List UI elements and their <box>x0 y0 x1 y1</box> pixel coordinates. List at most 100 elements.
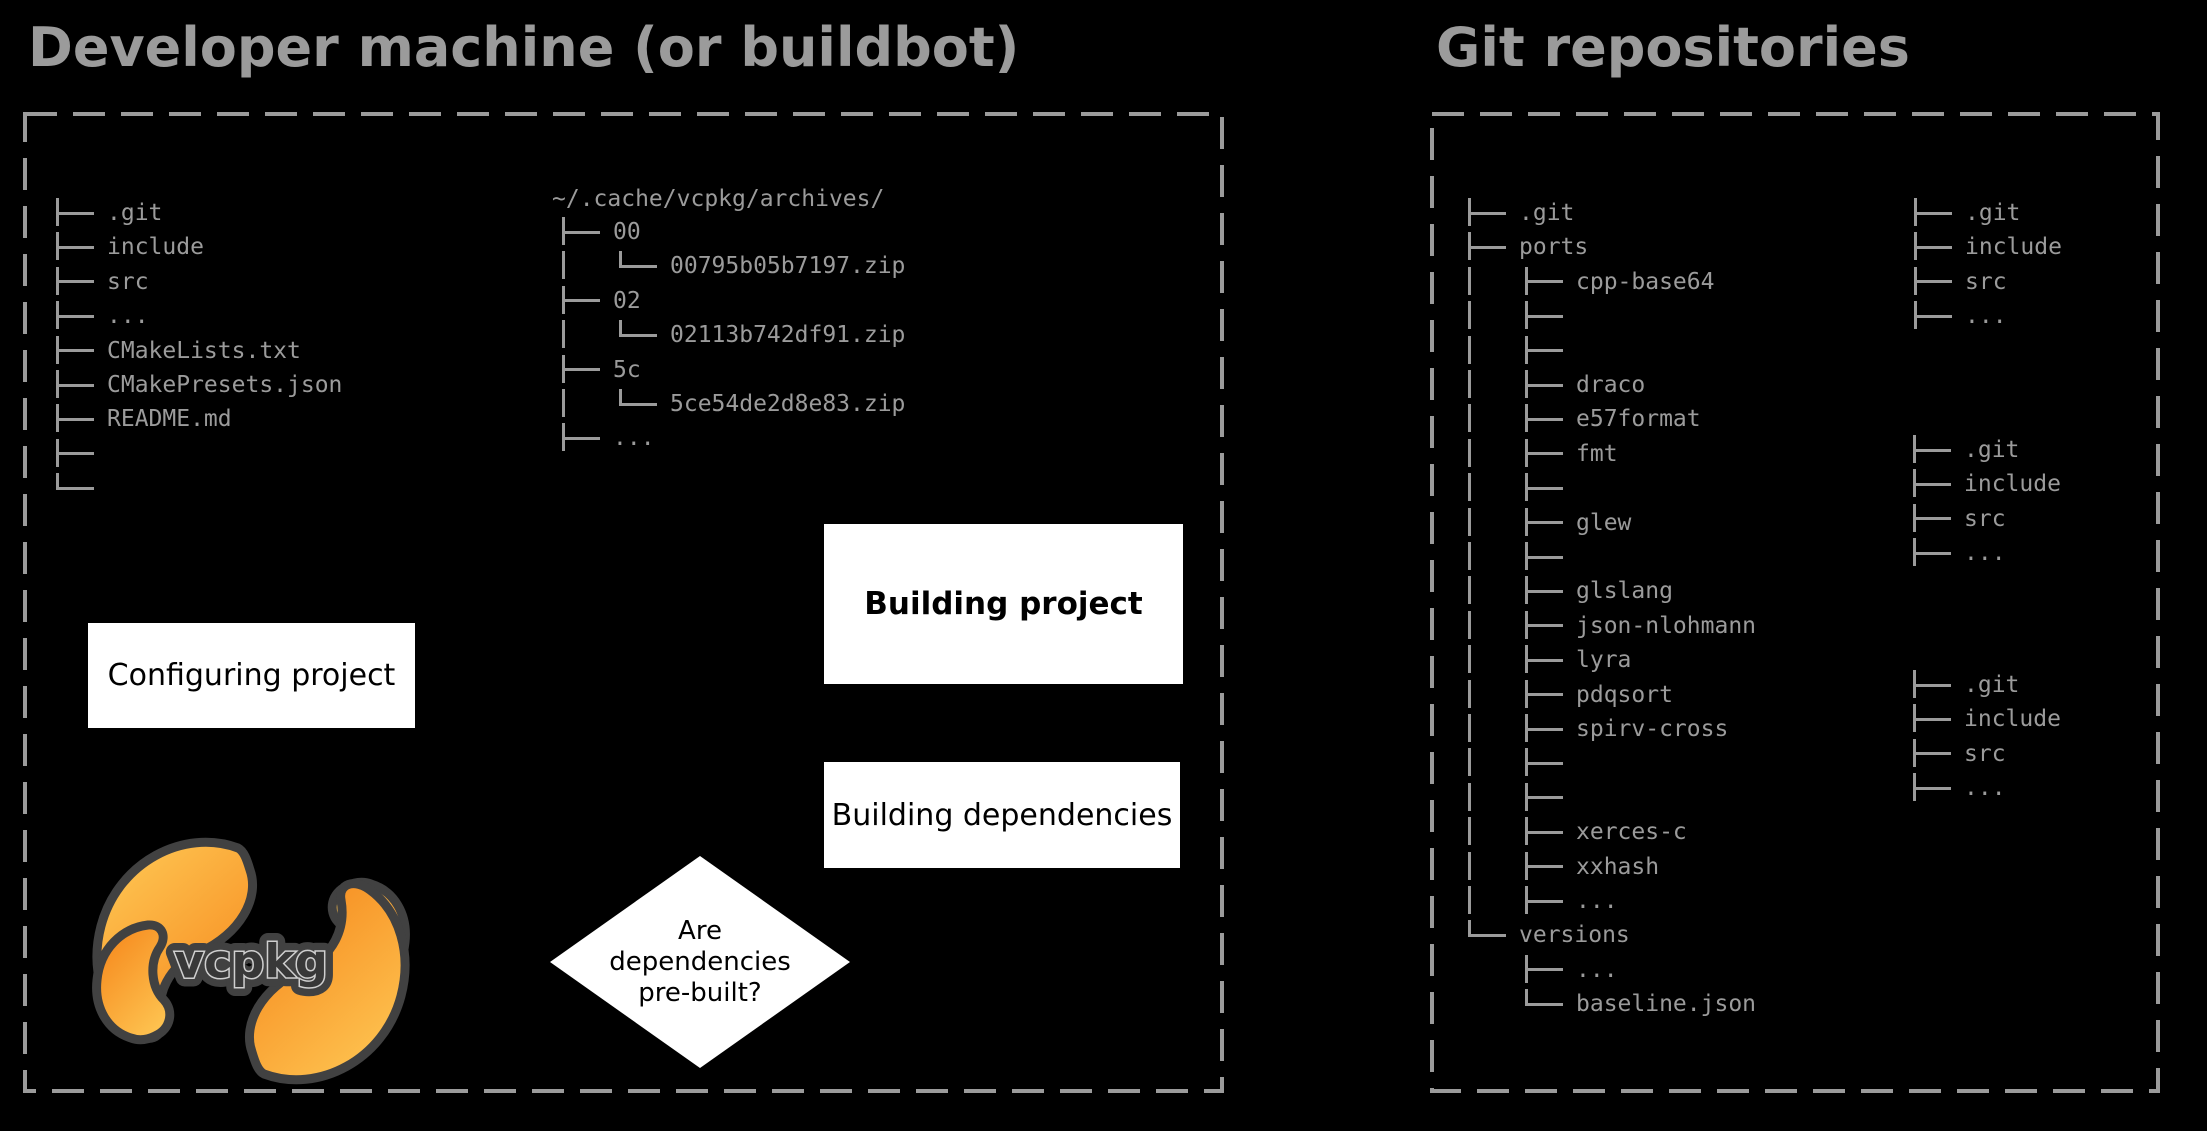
tree-line <box>619 389 622 404</box>
tree-line <box>1468 335 1471 364</box>
dependency-repo-tree-1: .git include src... <box>1914 196 2134 336</box>
tree-line <box>1468 934 1506 938</box>
tree-node-label: e57format <box>1576 406 1701 433</box>
tree-node-label: fmt <box>1576 440 1618 467</box>
tree-line <box>1468 886 1471 914</box>
tree-row: src <box>1913 502 2133 536</box>
tree-node-label: include <box>1965 234 2062 261</box>
tree-line <box>1468 920 1471 936</box>
vcpkg-registry-tree: .git ports cpp-base64 draco e57format fmt glew… <box>1468 196 1808 1024</box>
tree-line <box>562 368 600 372</box>
tree-line <box>1914 314 1952 318</box>
tree-line <box>1913 786 1951 790</box>
tree-node-label: xerces-c <box>1576 819 1687 846</box>
tree-line <box>1468 610 1471 639</box>
tree-line <box>1525 418 1563 422</box>
tree-node-label: cpp-base64 <box>1576 268 1715 295</box>
tree-line <box>1468 576 1471 605</box>
tree-line <box>1525 590 1563 594</box>
tree-line <box>619 251 622 267</box>
tree-row <box>56 471 476 505</box>
tree-node-label: versions <box>1519 922 1630 949</box>
tree-line <box>562 389 565 417</box>
tree-line <box>619 333 657 337</box>
tree-node-label: glew <box>1576 509 1632 536</box>
tree-line <box>1468 211 1506 215</box>
tree-row: src <box>1914 265 2134 299</box>
tree-node-label: 02 <box>613 287 641 314</box>
tree-row: glslang <box>1468 574 1808 608</box>
tree-row: xxhash <box>1468 850 1808 884</box>
tree-node-label: draco <box>1576 372 1646 398</box>
tree-row: spirv-cross <box>1468 712 1808 746</box>
tree-row: json-nlohmann <box>1468 609 1808 643</box>
tree-row <box>56 437 476 471</box>
tree-row: README.md <box>56 402 476 436</box>
tree-row: ports <box>1468 230 1808 264</box>
tree-row: 02 <box>562 284 982 318</box>
tree-line <box>56 383 94 387</box>
decision-line: Are <box>678 915 722 946</box>
tree-node-label: CMakeLists.txt <box>107 337 301 364</box>
tree-node-label: ... <box>1965 303 2007 330</box>
tree-row: CMakePresets.json <box>56 368 476 402</box>
tree-node-label: ... <box>613 425 655 452</box>
git-repositories-dashed-border <box>1430 112 2160 1093</box>
tree-line <box>1468 246 1506 250</box>
tree-line <box>1914 280 1952 284</box>
tree-node-label: .git <box>1519 200 1575 226</box>
decision-line: pre-built? <box>638 977 762 1008</box>
tree-node-label: 5c <box>613 356 641 383</box>
tree-node-label: .git <box>1965 200 2021 226</box>
tree-line <box>56 349 94 353</box>
tree-row: fmt <box>1468 437 1808 471</box>
tree-line <box>562 437 600 441</box>
tree-node-label: 02113b742df91.zip <box>670 322 906 349</box>
tree-line <box>1913 551 1951 555</box>
tree-line <box>1468 645 1471 674</box>
tree-line <box>1913 448 1951 452</box>
building-project-box: Building project <box>824 524 1183 684</box>
tree-row <box>1468 299 1808 333</box>
tree-node-label: glslang <box>1576 578 1673 605</box>
tree-row: .git <box>1913 668 2133 702</box>
tree-line <box>1525 555 1563 559</box>
building-dependencies-box: Building dependencies <box>824 762 1180 868</box>
tree-line <box>1525 521 1563 525</box>
tree-line <box>1525 830 1563 834</box>
tree-line <box>1468 301 1471 330</box>
tree-line <box>1525 899 1563 903</box>
tree-row: include <box>1914 230 2134 264</box>
tree-row: .git <box>1468 196 1808 230</box>
tree-line <box>1913 517 1951 521</box>
tree-line <box>1468 370 1471 398</box>
tree-node-label: src <box>1965 268 2007 295</box>
tree-node-label: .git <box>1964 672 2020 698</box>
tree-line <box>1468 438 1471 467</box>
tree-node-label: ... <box>1964 775 2006 802</box>
tree-line <box>1525 349 1563 353</box>
tree-node-label: ... <box>1964 540 2006 567</box>
tree-row: glew <box>1468 506 1808 540</box>
tree-row: pdqsort <box>1468 678 1808 712</box>
tree-row: 02113b742df91.zip <box>562 318 982 352</box>
tree-line <box>1525 280 1563 284</box>
tree-row: cpp-base64 <box>1468 265 1808 299</box>
tree-line <box>1468 507 1471 536</box>
tree-line <box>1468 782 1471 811</box>
tree-row: ... <box>1913 771 2133 805</box>
tree-node-label: CMakePresets.json <box>107 372 343 398</box>
tree-line <box>1525 693 1563 697</box>
tree-row: .git <box>1914 196 2134 230</box>
tree-node-label: README.md <box>107 406 232 433</box>
tree-row: include <box>56 230 476 264</box>
tree-line <box>1525 452 1563 456</box>
tree-node-label: src <box>1964 505 2006 532</box>
tree-line <box>1913 752 1951 756</box>
tree-line <box>619 320 622 336</box>
tree-row: 5ce54de2d8e83.zip <box>562 387 982 421</box>
tree-line <box>1525 762 1563 766</box>
tree-node-label: ports <box>1519 234 1589 261</box>
tree-line <box>1525 989 1528 1005</box>
